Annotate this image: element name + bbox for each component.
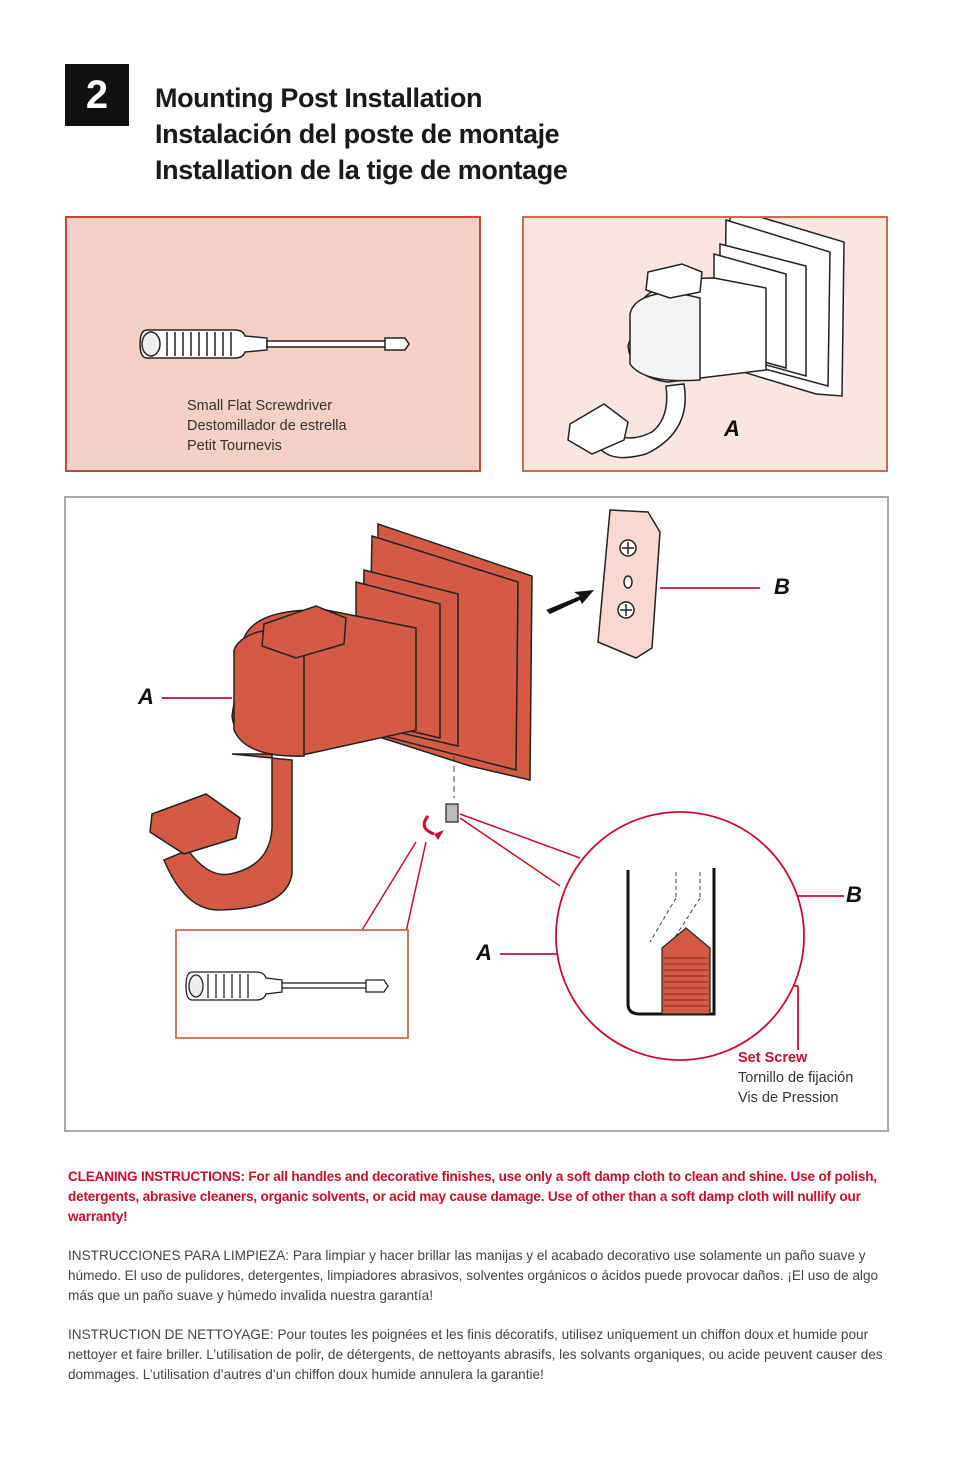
cleaning-french: INSTRUCTION DE NETTOYAGE: Pour toutes le… — [68, 1327, 883, 1382]
title-block: Mounting Post Installation Instalación d… — [155, 80, 568, 188]
installation-diagram-panel: B A B A Set Screw Tornillo de fijación V… — [64, 496, 889, 1132]
title-french: Installation de la tige de montage — [155, 155, 568, 185]
title-english: Mounting Post Installation — [155, 83, 483, 113]
tool-description: Small Flat Screwdriver Destomillador de … — [187, 396, 347, 456]
cleaning-spanish: INSTRUCCIONES PARA LIMPIEZA: Para limpia… — [68, 1248, 879, 1303]
cleaning-english: CLEANING INSTRUCTIONS: For all handles a… — [68, 1169, 877, 1224]
set-screw-callout: Set Screw Tornillo de fijación Vis de Pr… — [738, 1048, 853, 1108]
set-screw-french: Vis de Pression — [738, 1090, 839, 1106]
tool-name-spanish: Destomillador de estrella — [187, 418, 347, 434]
tools-needed-panel: Small Flat Screwdriver Destomillador de … — [65, 216, 481, 472]
cleaning-instructions: CLEANING INSTRUCTIONS: For all handles a… — [68, 1167, 888, 1404]
step-number-badge: 2 — [65, 64, 129, 126]
robe-hook-illustration — [567, 218, 845, 459]
hook-preview-panel: A — [522, 216, 888, 472]
set-screw-english: Set Screw — [738, 1050, 808, 1066]
label-b-detail: B — [846, 882, 862, 907]
title-spanish: Instalación del poste de montaje — [155, 119, 560, 149]
set-screw-spanish: Tornillo de fijación — [738, 1070, 854, 1086]
exploded-assembly-illustration — [149, 509, 844, 1061]
label-b-bracket: B — [774, 574, 790, 599]
flat-screwdriver-icon — [139, 329, 410, 359]
label-a-detail: A — [476, 940, 492, 965]
label-a-hook: A — [138, 684, 154, 709]
tool-name-english: Small Flat Screwdriver — [187, 398, 333, 414]
label-a-preview: A — [724, 416, 740, 441]
tool-name-french: Petit Tournevis — [187, 438, 282, 454]
